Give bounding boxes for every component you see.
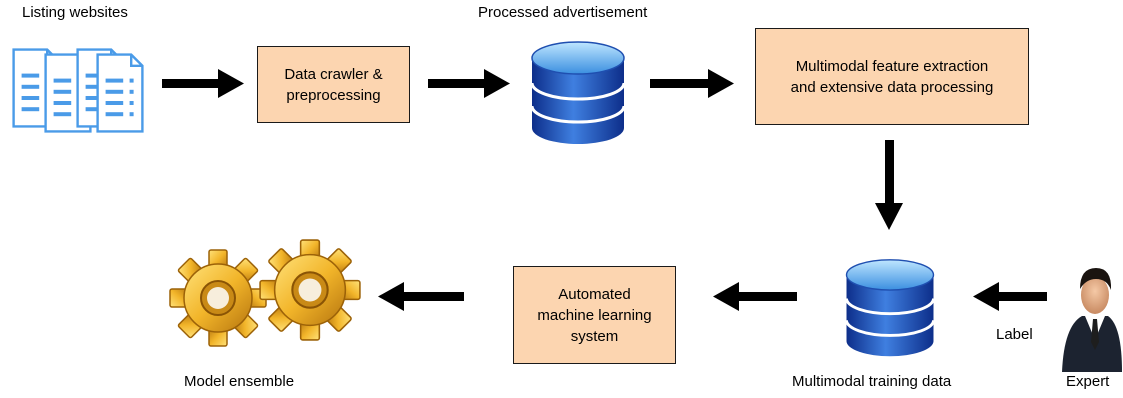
arrow-to-automl: [713, 282, 797, 311]
data-crawler-box: Data crawler & preprocessing: [257, 46, 410, 123]
model-ensemble-label: Model ensemble: [184, 373, 295, 390]
document-stack-icon: [12, 48, 144, 133]
feature-extraction-box: Multimodal feature extraction and extens…: [755, 28, 1029, 125]
multimodal-training-data-label: Multimodal training data: [792, 373, 952, 390]
label-edge-label: Label: [996, 326, 1033, 343]
arrow-to-crawler: [162, 69, 244, 98]
arrow-to-model-ensemble: [378, 282, 464, 311]
businessman-icon: [1062, 268, 1122, 372]
automl-box: Automated machine learning system: [513, 266, 676, 364]
expert-label: Expert: [1066, 373, 1110, 390]
arrow-to-processed-db: [428, 69, 510, 98]
listing-websites-label: Listing websites: [22, 4, 128, 21]
arrow-down-to-training-db: [875, 140, 903, 230]
data-crawler-text: Data crawler & preprocessing: [284, 65, 383, 104]
arrow-expert-to-training-db: [973, 282, 1047, 311]
feature-extraction-text: Multimodal feature extraction and extens…: [790, 57, 994, 96]
arrow-to-feature-extraction: [650, 69, 734, 98]
gears-icon: [169, 239, 361, 347]
automl-text: Automated machine learning system: [537, 285, 652, 345]
processed-advertisement-label: Processed advertisement: [478, 4, 648, 21]
database-icon: [844, 258, 936, 358]
database-icon: [530, 40, 626, 146]
